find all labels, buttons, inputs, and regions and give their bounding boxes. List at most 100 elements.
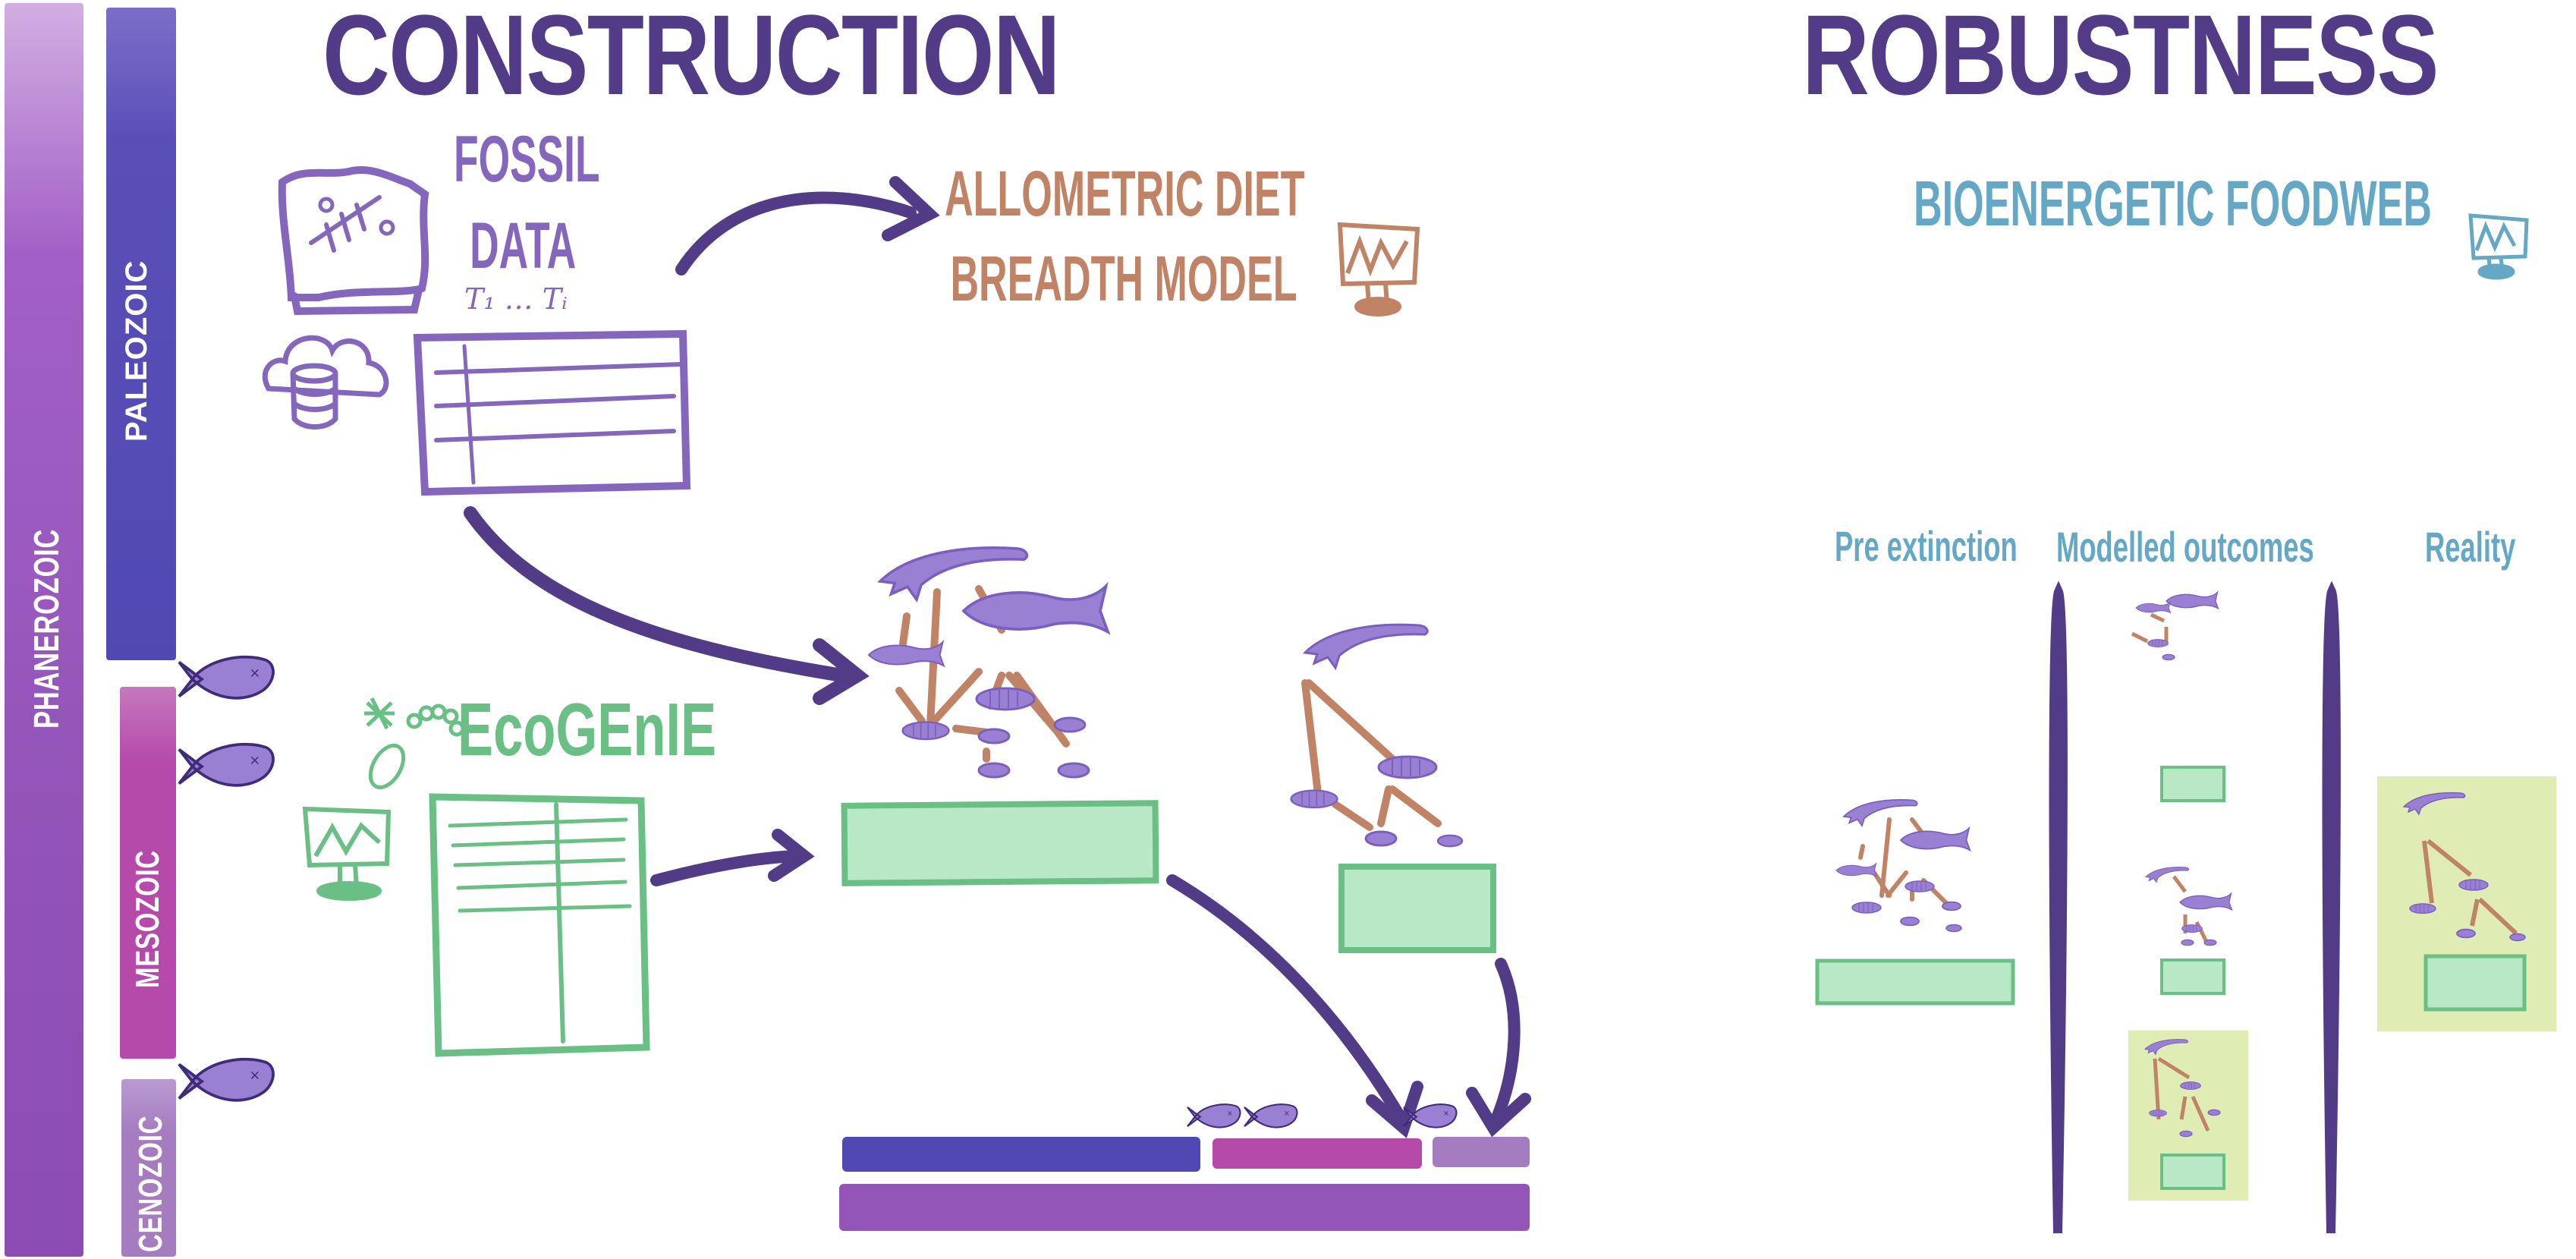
small-prey-icon	[1364, 830, 1398, 847]
turtle-icon	[1053, 716, 1087, 733]
jelly-icon	[2509, 933, 2526, 942]
krill-icon	[2149, 1109, 2167, 1117]
arrows	[464, 176, 1531, 1138]
ecogenie-table	[429, 793, 650, 1057]
jelly-icon	[1436, 834, 1464, 848]
mesozoic-bar	[120, 687, 176, 1059]
krill-icon	[1851, 902, 1882, 914]
column-pre-extinction: Pre extinction	[1835, 522, 2018, 570]
allometric-monitor-icon	[1337, 222, 1420, 316]
plesiosaur-icon	[1304, 623, 1429, 669]
extinct-fish-icon	[178, 655, 275, 700]
column-divider	[2322, 581, 2341, 1234]
fossil-data-table	[413, 329, 691, 496]
allometric-line2: BREADTH MODEL	[950, 243, 1297, 314]
krill-icon	[2409, 903, 2436, 914]
ecogenie-monitor-icon	[302, 806, 392, 901]
arrow-fossil-to-foodweb	[464, 506, 849, 682]
robustness-title: ROBUSTNESS	[1802, 0, 2439, 118]
extinct-fish-icon	[1243, 1103, 1298, 1128]
outcome-1-plankton-box-drawn	[2160, 766, 2225, 802]
bottom-mesozoic-bar	[1213, 1138, 1422, 1169]
small-prey-icon	[977, 762, 1011, 779]
ecogenie-label: EcoGEnIE	[458, 688, 717, 771]
jelly-icon	[1057, 762, 1090, 779]
foodweb-full	[868, 546, 1109, 779]
small-prey-icon	[2162, 653, 2175, 661]
plankton-box-reduced	[1338, 864, 1496, 953]
arrowhead	[1366, 1081, 1423, 1138]
reality-plankton-box	[2423, 954, 2527, 1012]
table-header: T₁ … Tᵢ	[464, 282, 568, 316]
fossil-label-line2: DATA	[470, 209, 577, 282]
column-reality: Reality	[2425, 523, 2516, 571]
fossil-slab-icon	[278, 166, 429, 316]
modelled-outcome-1	[2131, 591, 2219, 661]
ichthyosaur-icon	[2166, 591, 2219, 609]
krill-icon	[1290, 789, 1338, 809]
pre-extinction-plankton-box	[1815, 958, 2015, 1006]
arrow-foodweb-to-timeline	[1166, 874, 1410, 1129]
plankton-icon	[364, 697, 465, 789]
fossil-data-label: FOSSIL DATA	[454, 121, 600, 284]
crustacean-icon	[2458, 879, 2489, 891]
cenozoic-bar	[121, 1079, 176, 1257]
arrowhead	[1466, 1087, 1531, 1138]
turtle-icon	[2207, 1109, 2221, 1116]
plankton-box-full	[841, 800, 1159, 886]
jelly-icon	[1945, 924, 1962, 933]
small-prey-icon	[2456, 928, 2476, 939]
crustacean-icon	[2181, 924, 2203, 933]
outcome-2-plankton-box	[2160, 958, 2225, 995]
paleozoic-bar	[106, 8, 176, 660]
arrowhead	[813, 638, 870, 705]
modelled-outcome-3-highlight	[2128, 1031, 2248, 1201]
crustacean-icon	[2180, 1081, 2201, 1091]
cloud-database-icon	[262, 335, 389, 430]
pre-extinction-foodweb	[1835, 798, 1971, 933]
fish-icon	[1835, 863, 1877, 877]
arrow-ecogenie-to-plankton	[650, 850, 803, 886]
phanerozoic-bar	[5, 3, 83, 1257]
bottom-phanerozoic-bar	[839, 1184, 1530, 1231]
fossil-label-line1: FOSSIL	[454, 123, 600, 196]
arrow-reduced-to-timeline	[1489, 958, 1521, 1129]
bottom-paleozoic-bar	[842, 1137, 1200, 1172]
crustacean-icon	[975, 687, 1036, 711]
fish-icon	[2135, 601, 2172, 614]
construction-title: CONSTRUCTION	[322, 0, 1061, 118]
column-modelled-outcomes: Modelled outcomes	[2056, 523, 2314, 571]
small-prey-icon	[1900, 916, 1920, 927]
krill-icon	[901, 721, 950, 741]
arrowhead	[768, 829, 815, 882]
bioenergetic-monitor-icon	[2468, 213, 2529, 280]
bottom-cenozoic-bar	[1433, 1137, 1530, 1167]
foodweb-reduced	[1290, 623, 1464, 848]
ichthyosaur-icon	[1900, 827, 1971, 851]
column-divider	[2049, 581, 2068, 1234]
extinct-fish-icon	[178, 742, 275, 787]
small-prey-icon	[2181, 939, 2194, 946]
plesiosaur-icon	[879, 546, 1029, 601]
arrow-fossil-to-allometric	[675, 191, 917, 275]
crustacean-icon	[1904, 880, 1935, 892]
small-prey-icon	[977, 728, 1011, 744]
ichthyosaur-icon	[2179, 892, 2233, 911]
allometric-line1: ALLOMETRIC DIET	[945, 158, 1305, 229]
allometric-model-label: ALLOMETRIC DIET BREADTH MODEL	[945, 156, 1304, 316]
arrowhead	[882, 176, 940, 241]
turtle-icon	[1942, 901, 1961, 911]
plesiosaur-icon	[1843, 798, 1918, 826]
modelled-outcome-2	[2145, 867, 2233, 946]
small-prey-icon	[2179, 1130, 2193, 1138]
extinct-fish-icon	[178, 1057, 275, 1102]
outcome-3-plankton-box	[2160, 1154, 2225, 1190]
crustacean-icon	[2147, 639, 2169, 648]
reality-foodweb	[2377, 776, 2556, 1031]
bioenergetic-foodweb-label: BIOENERGETIC FOODWEB	[1914, 168, 2432, 239]
extinct-fish-icon	[1186, 1103, 1241, 1128]
plesiosaur-icon	[2145, 867, 2189, 883]
turtle-icon	[2203, 939, 2217, 946]
crustacean-icon	[1377, 755, 1438, 779]
